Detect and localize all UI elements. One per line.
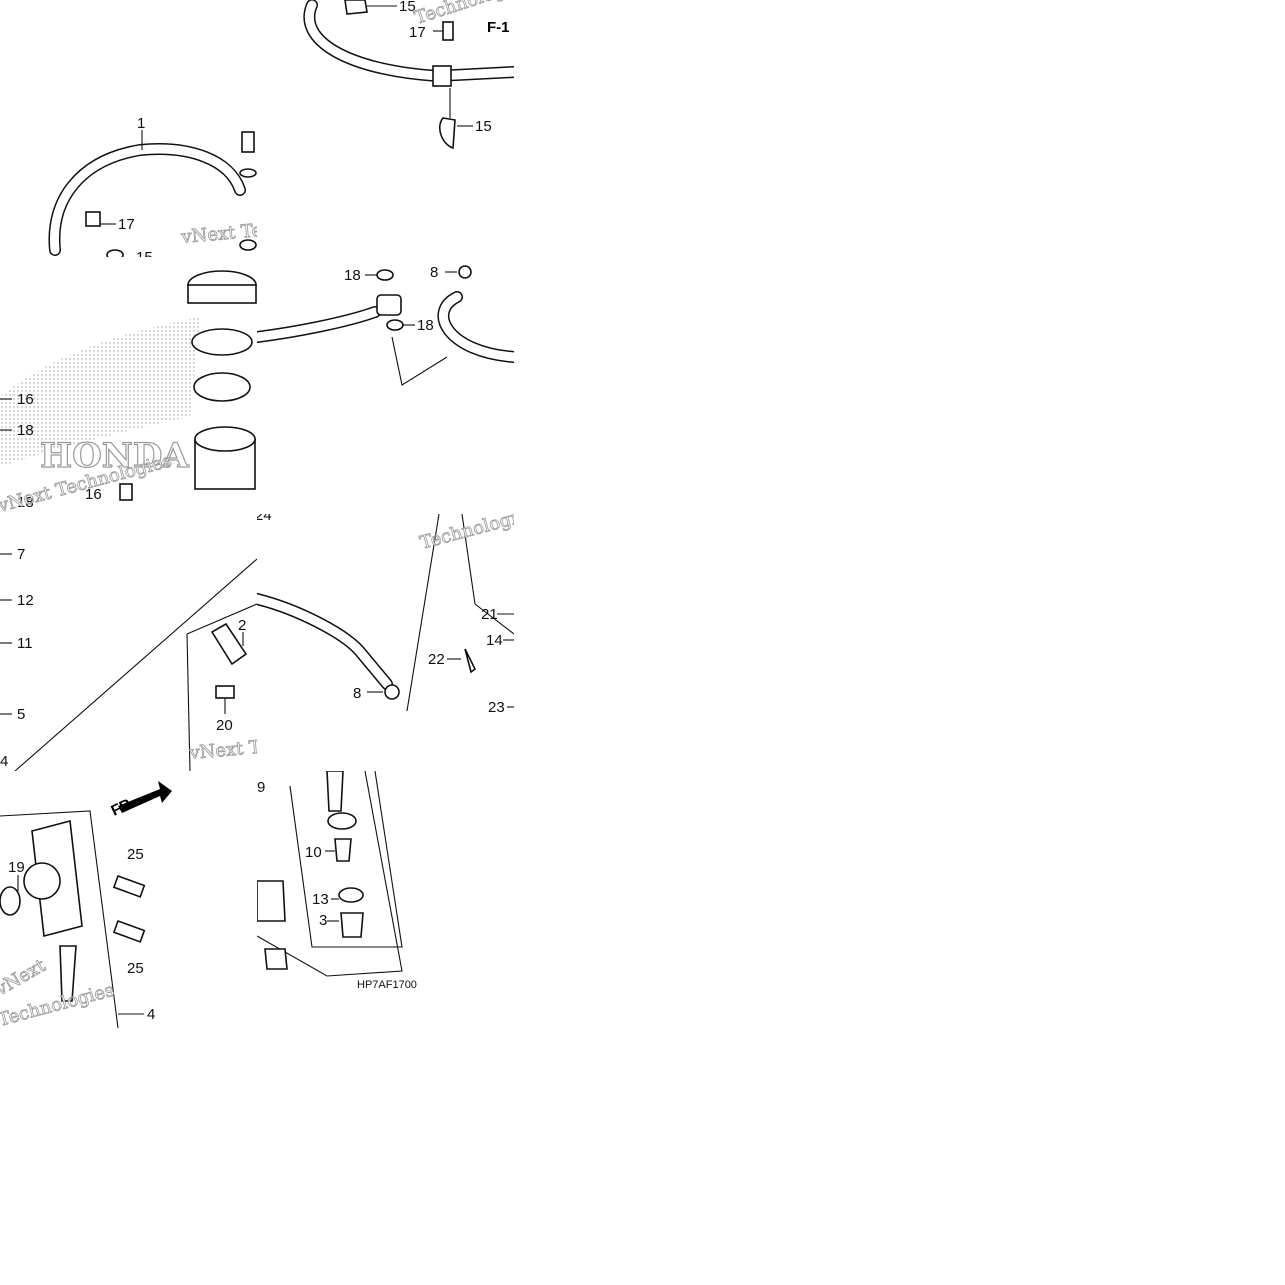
circlip	[338, 887, 364, 903]
callout-23: 23	[488, 699, 505, 716]
callout-15: 15	[475, 118, 492, 135]
bolt	[85, 211, 101, 227]
clip	[264, 948, 288, 970]
tile-8-svg: 7 12 11 5 4 2 6 20 vNext Te	[0, 546, 257, 771]
callout-18: 18	[17, 494, 34, 511]
watermark: vNext Te	[188, 736, 257, 764]
callout-18: 18	[344, 267, 361, 284]
reservoir-cap-body	[187, 284, 257, 304]
callout-24: 24	[257, 514, 272, 524]
diaphragm	[193, 372, 251, 402]
spring	[59, 945, 77, 1002]
washer	[376, 269, 394, 281]
bolt	[112, 874, 146, 898]
tile-6-svg: 8 21 14 22 23 24 Technologies	[257, 514, 514, 716]
spring	[326, 771, 344, 812]
callout-17: 17	[409, 24, 426, 41]
tile-1-svg: 15 17 15 F-1 Technologies	[303, 0, 514, 150]
bolt	[215, 685, 235, 699]
cup	[327, 812, 357, 830]
o-ring	[0, 886, 21, 916]
callout-5: 5	[17, 706, 25, 723]
callout-15: 15	[136, 249, 153, 257]
callout-18: 18	[417, 317, 434, 334]
callout-16: 16	[17, 391, 34, 408]
tile-left-mid: 7 12 11 5 4 2 6 20 vNext Te	[0, 514, 257, 771]
sealing-washer	[239, 239, 257, 251]
hose-clamp	[438, 117, 456, 150]
callout-22: 22	[428, 651, 445, 668]
screw	[119, 483, 133, 501]
reservoir-top	[194, 426, 256, 452]
callout-9: 9	[257, 779, 265, 796]
hose-fitting	[376, 294, 402, 316]
cylinder-port	[23, 862, 61, 900]
tile-brake-hose: 1 17 15 vNext Technologies	[0, 0, 257, 257]
hose-clamp	[344, 0, 368, 15]
washer	[386, 319, 404, 331]
callout-16: 16	[85, 486, 102, 503]
bolt	[112, 919, 146, 943]
hose-clip	[458, 265, 472, 279]
tile-11-svg: 10 13 3 9 HP7AF1700	[257, 771, 417, 991]
callout-15: 15	[399, 0, 416, 15]
tile-10-svg: 19 25 25 4 FR. vNext Technologies	[0, 781, 172, 1028]
sealing-washer	[239, 168, 257, 178]
callout-12: 12	[17, 592, 34, 609]
brand-logo: HONDA	[40, 436, 189, 476]
tile-reservoir-hose: 18 18 8	[257, 257, 514, 514]
callout-2: 2	[238, 617, 246, 634]
fitting	[210, 622, 248, 666]
callout-3: 3	[319, 912, 327, 929]
tile-strip: 8 21 14 22 23 24 Technologies	[257, 514, 514, 771]
bolt	[442, 21, 454, 41]
tile-hose-routing-top: 15 17 15 F-1 Technologies	[257, 0, 514, 257]
callout-20: 20	[216, 717, 233, 734]
callout-19: 19	[8, 859, 25, 876]
callout-8: 8	[353, 685, 361, 702]
callout-4: 4	[0, 753, 8, 770]
tile-reservoir: HONDA 16 18 18 16 vNext Technologies	[0, 257, 257, 514]
reference-label: F-1	[487, 19, 510, 36]
callout-25: 25	[127, 960, 144, 977]
callout-1: 1	[137, 115, 145, 132]
callout-17: 17	[118, 216, 135, 233]
callout-21: 21	[481, 606, 498, 623]
front-arrow-icon	[118, 781, 172, 813]
callout-11: 11	[17, 635, 33, 652]
banjo-bolt	[241, 131, 255, 153]
hose-clip	[384, 684, 400, 700]
cotter-pin	[464, 648, 477, 674]
tile-master-cylinder: 19 25 25 4 FR. vNext Technologies	[0, 771, 257, 1028]
callout-7: 7	[17, 546, 25, 563]
callout-14: 14	[486, 632, 503, 649]
tile-piston-kit: 10 13 3 9 HP7AF1700	[257, 771, 514, 1028]
hose-joint	[432, 65, 452, 87]
callout-4: 4	[147, 1006, 155, 1023]
watermark: Technologies	[418, 514, 514, 554]
callout-13: 13	[312, 891, 329, 908]
watermark: vNext	[0, 955, 50, 1001]
honda-wing-logo	[0, 317, 200, 467]
clevis	[257, 880, 286, 922]
tile-5-svg: HONDA 16 18 18 16 vNext Technologies	[0, 270, 257, 514]
piston	[334, 838, 352, 862]
hose-clamp	[106, 249, 124, 257]
tile-4-svg: 18 18 8	[257, 264, 514, 386]
boot	[340, 912, 364, 938]
callout-8: 8	[430, 264, 438, 281]
callout-25: 25	[127, 846, 144, 863]
callout-18: 18	[17, 422, 34, 439]
callout-10: 10	[305, 844, 322, 861]
plate	[191, 328, 253, 356]
tile-2-svg: 1 17 15 vNext Technologies	[48, 115, 257, 257]
diagram-code: HP7AF1700	[357, 979, 417, 991]
front-marker: FR.	[109, 794, 138, 820]
